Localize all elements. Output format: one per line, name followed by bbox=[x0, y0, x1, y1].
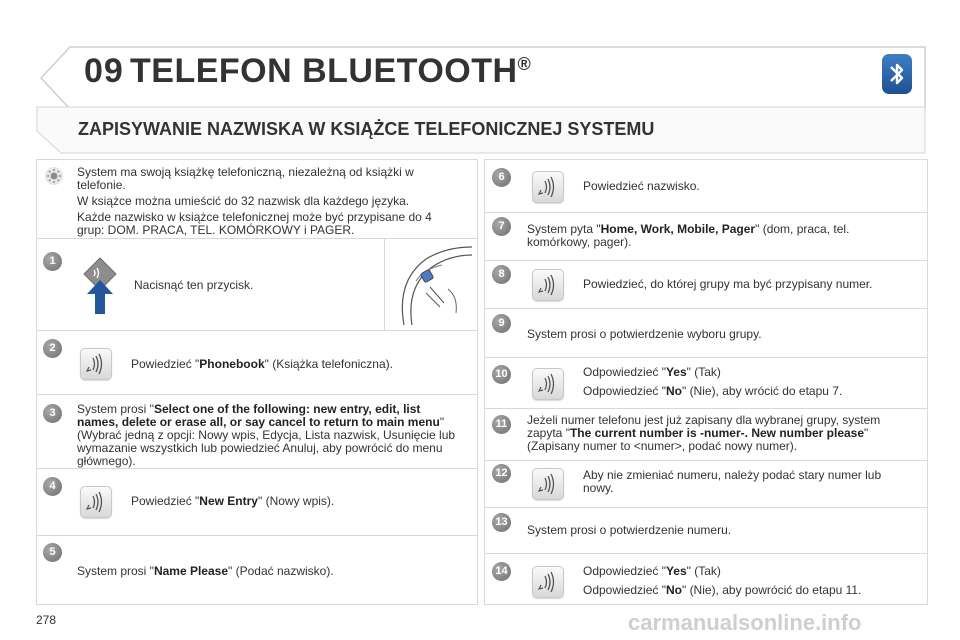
divider bbox=[484, 308, 927, 309]
step-13-text: System prosi o potwierdzenie numeru. bbox=[527, 523, 732, 537]
step-10-text: Odpowiedzieć "Yes" (Tak) Odpowiedzieć "N… bbox=[583, 365, 843, 398]
step-badge-7: 7 bbox=[492, 217, 511, 236]
intro-p1: System ma swoją książkę telefoniczną, ni… bbox=[77, 165, 414, 192]
intro-p3: Każde nazwisko w książce telefonicznej m… bbox=[77, 210, 432, 237]
section-frame bbox=[36, 106, 926, 154]
divider bbox=[36, 468, 477, 469]
step-7-text: System pyta "Home, Work, Mobile, Pager" … bbox=[527, 222, 850, 249]
divider bbox=[36, 330, 477, 331]
section-title: ZAPISYWANIE NAZWISKA W KSIĄŻCE TELEFONIC… bbox=[78, 119, 655, 139]
voice-command-icon bbox=[532, 269, 564, 301]
step-badge-1: 1 bbox=[43, 252, 62, 271]
divider-vertical bbox=[384, 239, 385, 330]
registered-mark: ® bbox=[517, 54, 532, 74]
divider bbox=[36, 394, 477, 395]
step-badge-12: 12 bbox=[492, 464, 511, 483]
step-badge-10: 10 bbox=[492, 365, 511, 384]
info-sun-icon bbox=[44, 166, 64, 186]
chapter-number: 09 bbox=[84, 52, 124, 90]
left-panel bbox=[36, 159, 478, 605]
step-badge-13: 13 bbox=[492, 513, 511, 532]
step-badge-9: 9 bbox=[492, 314, 511, 333]
divider bbox=[484, 357, 927, 358]
step-badge-8: 8 bbox=[492, 265, 511, 284]
voice-command-icon bbox=[80, 486, 112, 518]
divider bbox=[484, 408, 927, 409]
watermark: carmanualsonline.info bbox=[628, 610, 862, 635]
voice-command-icon bbox=[532, 468, 564, 500]
step-14-text: Odpowiedzieć "Yes" (Tak) Odpowiedzieć "N… bbox=[583, 564, 862, 597]
divider bbox=[484, 553, 927, 554]
step-12-text: Aby nie zmieniać numeru, należy podać st… bbox=[583, 468, 882, 495]
intro-p2: W książce można umieścić do 32 nazwisk d… bbox=[77, 194, 410, 208]
step-badge-14: 14 bbox=[492, 562, 511, 581]
step-badge-2: 2 bbox=[43, 339, 62, 358]
divider bbox=[484, 212, 927, 213]
divider bbox=[484, 460, 927, 461]
bluetooth-icon bbox=[882, 54, 912, 94]
step-badge-11: 11 bbox=[492, 415, 511, 434]
step-6-text: Powiedzieć nazwisko. bbox=[583, 179, 700, 193]
step-2-text: Powiedzieć "Phonebook" (Książka telefoni… bbox=[131, 357, 393, 371]
page-number: 278 bbox=[36, 613, 57, 627]
step-8-text: Powiedzieć, do której grupy ma być przyp… bbox=[583, 277, 873, 291]
voice-command-icon bbox=[532, 566, 564, 598]
step-5-text: System prosi "Name Please" (Podać nazwis… bbox=[77, 564, 334, 578]
step-1-text: Nacisnąć ten przycisk. bbox=[134, 278, 254, 292]
step-3-text: System prosi "Select one of the followin… bbox=[77, 402, 456, 468]
voice-command-icon bbox=[80, 348, 112, 380]
voice-command-icon bbox=[532, 368, 564, 400]
divider bbox=[36, 238, 477, 239]
step-badge-6: 6 bbox=[492, 168, 511, 187]
chapter-title: TELEFON BLUETOOTH® bbox=[130, 52, 531, 91]
step-badge-3: 3 bbox=[43, 404, 62, 423]
step-badge-4: 4 bbox=[43, 477, 62, 496]
step-11-text: Jeżeli numer telefonu jest już zapisany … bbox=[527, 413, 881, 453]
divider bbox=[484, 260, 927, 261]
divider bbox=[484, 507, 927, 508]
steering-wheel-illustration bbox=[386, 241, 474, 327]
step-9-text: System prosi o potwierdzenie wyboru grup… bbox=[527, 327, 762, 341]
intro-text: System ma swoją książkę telefoniczną, ni… bbox=[77, 166, 457, 237]
voice-command-icon bbox=[532, 171, 564, 203]
divider bbox=[36, 535, 477, 536]
step-badge-5: 5 bbox=[43, 543, 62, 562]
step-4-text: Powiedzieć "New Entry" (Nowy wpis). bbox=[131, 494, 335, 508]
press-arrow-icon bbox=[80, 254, 120, 316]
chapter-title-text: TELEFON BLUETOOTH bbox=[130, 52, 518, 90]
